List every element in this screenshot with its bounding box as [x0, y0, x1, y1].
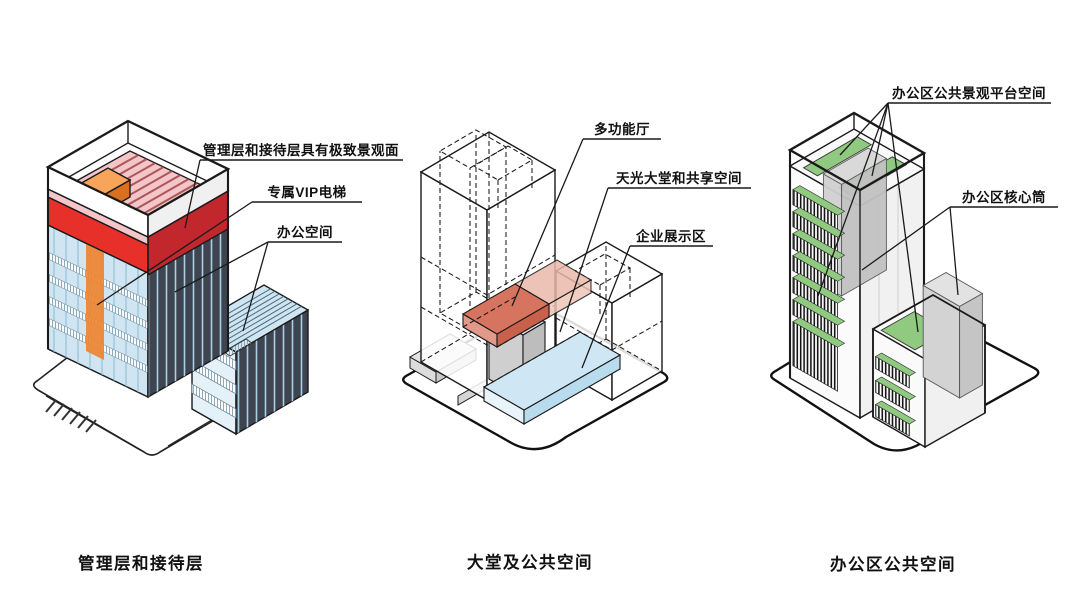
caption-middle: 大堂及公共空间: [467, 552, 593, 572]
crosswalk-stripes: [45, 399, 97, 433]
annotation-landscape-platforms: 办公区公共景观平台空间: [817, 85, 1051, 333]
annotation-view-band: 管理层和接待层具有极致景观面: [184, 142, 403, 229]
annotation-label: 天光大堂和共享空间: [616, 170, 742, 186]
office-podium: [871, 271, 987, 449]
landscape-platform-slabs: [792, 185, 846, 392]
annotation-label: 企业展示区: [635, 228, 706, 244]
annotation-label: 多功能厅: [594, 121, 650, 137]
annotation-multifunction-hall: 多功能厅: [511, 121, 661, 307]
exhibition-slab: [482, 331, 622, 425]
diagram-lobby-public: 多功能厅 天光大堂和共享空间 企业展示区 大堂及公共空间: [402, 121, 751, 572]
podium-core: [922, 271, 984, 399]
podium-landscape-slabs: [875, 352, 916, 437]
annotation-vip-elevator: 专属VIP电梯: [96, 184, 362, 306]
annotation-office-space: 办公空间: [174, 224, 342, 332]
annotation-label: 办公区核心筒: [962, 189, 1046, 205]
multifunction-hall-slab: [461, 259, 593, 348]
parapet: [45, 119, 231, 239]
annotation-label: 办公区公共景观平台空间: [892, 85, 1046, 101]
annotation-skylight-lobby: 天光大堂和共享空间: [559, 170, 751, 333]
annotation-label: 专属VIP电梯: [267, 184, 346, 200]
diagram-management-reception: 管理层和接待层具有极致景观面 专属VIP电梯 办公空间 管理层和接待层: [32, 119, 403, 573]
annotation-exhibition-area: 企业展示区: [581, 228, 713, 369]
tower-management: [45, 119, 231, 399]
annotation-label: 办公空间: [277, 224, 333, 240]
annotation-core-tube: 办公区核心筒: [861, 189, 1058, 296]
caption-left: 管理层和接待层: [78, 553, 204, 573]
diagram-office-public: 办公区公共景观平台空间 办公区核心筒 办公区公共空间: [770, 85, 1058, 574]
annotation-label: 管理层和接待层具有极致景观面: [203, 142, 399, 158]
caption-right: 办公区公共空间: [830, 554, 956, 574]
vip-elevator-shaft: [86, 243, 104, 360]
